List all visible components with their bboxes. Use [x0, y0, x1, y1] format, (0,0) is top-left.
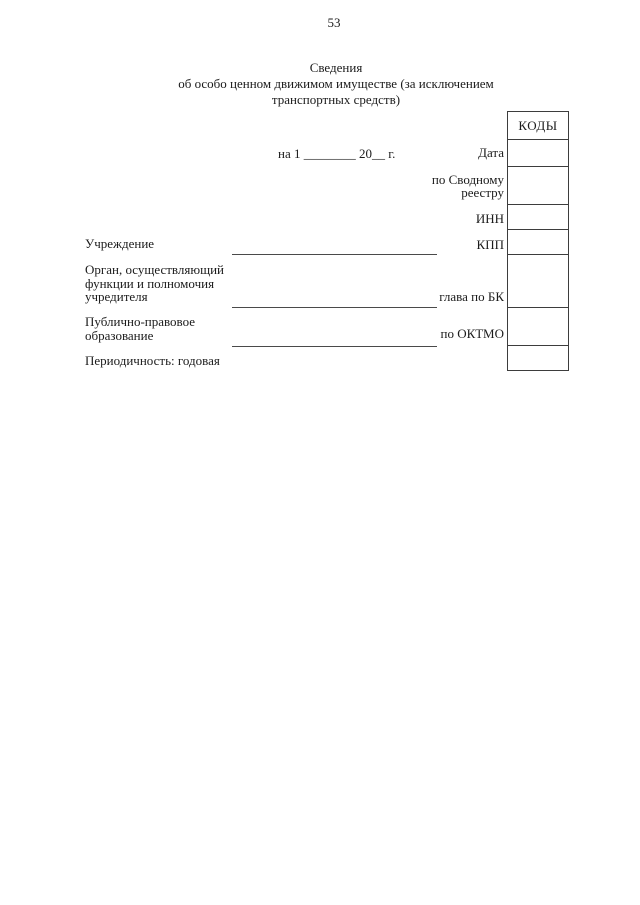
codes-header-label: КОДЫ [518, 117, 558, 133]
codes-cell-kpp [508, 230, 568, 255]
code-label-kpp: КПП [476, 237, 504, 252]
code-label-registry-line-2: реестру [461, 185, 504, 200]
label-public-entity: Публично-правовое образование [85, 315, 195, 342]
label-public-entity-line-1: Публично-правовое [85, 314, 196, 329]
codes-header-cell: КОДЫ [508, 112, 568, 140]
code-label-registry-line-1: по Сводному [431, 172, 504, 187]
label-founder-body-line-3: учредителя [85, 289, 148, 304]
label-founder-body: Орган, осуществляющий функции и полномоч… [85, 263, 224, 304]
codes-cell-oktmo [508, 308, 568, 346]
code-label-date: Дата [478, 145, 504, 160]
label-public-entity-line-2: образование [85, 327, 154, 343]
page-number: 53 [327, 15, 341, 30]
fill-line-institution [232, 254, 437, 255]
codes-cell-bk-chapter [508, 255, 568, 308]
codes-cell-registry [508, 167, 568, 205]
codes-cell-empty [508, 346, 568, 370]
code-label-inn: ИНН [475, 211, 504, 226]
label-founder-body-line-1: Орган, осуществляющий [85, 262, 224, 277]
label-institution: Учреждение [85, 236, 155, 251]
form-title-line-2: об особо ценном движимом имуществе (за и… [178, 76, 494, 91]
code-label-oktmo: по ОКТМО [440, 326, 504, 341]
form-title: Сведения об особо ценном движимом имущес… [32, 60, 640, 108]
code-label-bk-chapter: глава по БК [439, 289, 504, 304]
label-founder-body-line-2: функции и полномочия [85, 275, 215, 291]
codes-cell-inn [508, 205, 568, 230]
report-date-line: на 1 ________ 20__ г. [278, 146, 396, 161]
codes-table: КОДЫ [507, 111, 569, 371]
label-periodicity: Периодичность: годовая [85, 353, 220, 368]
form-title-line-1: Сведения [309, 60, 363, 75]
fill-line-public-entity [232, 346, 437, 347]
codes-cell-date [508, 140, 568, 167]
fill-line-founder-body [232, 307, 437, 308]
form-title-line-3: транспортных средств) [271, 92, 401, 107]
